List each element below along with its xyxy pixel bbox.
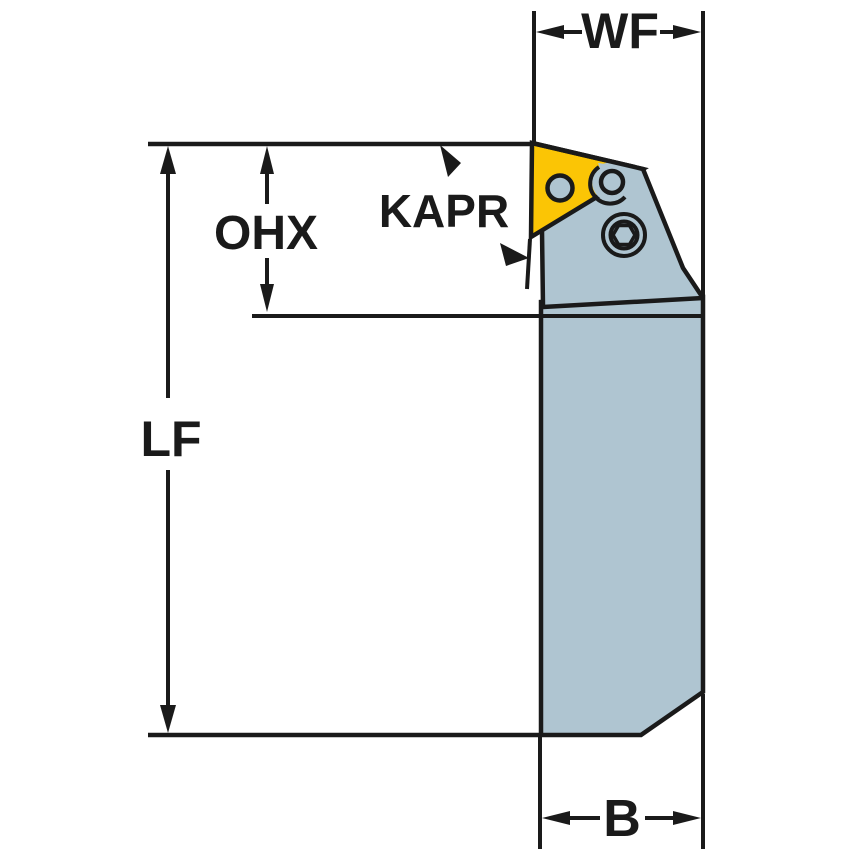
lf-arrow-down [160, 705, 176, 733]
wf-arrow-left [536, 25, 564, 39]
kapr-arrow-top [440, 145, 461, 177]
dimension-kapr: KAPR [379, 145, 532, 290]
kapr-label: KAPR [379, 185, 509, 237]
clamp-screw-inner [608, 219, 640, 251]
dimension-wf: WF [532, 3, 705, 297]
tool-holder [252, 140, 706, 738]
b-label: B [603, 790, 641, 848]
b-arrow-left [542, 811, 570, 825]
b-extension-lines [538, 694, 705, 849]
clamp-nose-hole [598, 168, 626, 196]
shank-body [538, 294, 706, 738]
kapr-edge-extension-line [525, 238, 532, 290]
dimension-ohx: OHX [214, 146, 318, 312]
clamp-nose-outline [588, 165, 627, 206]
kapr-arrow-bottom [500, 243, 529, 266]
b-arrow-right [673, 811, 701, 825]
ohx-label: OHX [214, 207, 318, 260]
ohx-arrow-down [260, 284, 274, 312]
wf-extension-lines [532, 11, 705, 297]
dimension-b: B [538, 694, 705, 849]
ohx-arrow-up [260, 146, 274, 174]
dimension-lf: LF [140, 146, 202, 733]
wf-label: WF [581, 3, 659, 59]
lf-arrow-up [160, 146, 176, 174]
insert-hole [545, 173, 575, 203]
head-outline [531, 140, 705, 310]
lf-label: LF [140, 411, 201, 467]
wf-arrow-right [673, 25, 701, 39]
clamp-screw-hex-socket [610, 223, 638, 247]
